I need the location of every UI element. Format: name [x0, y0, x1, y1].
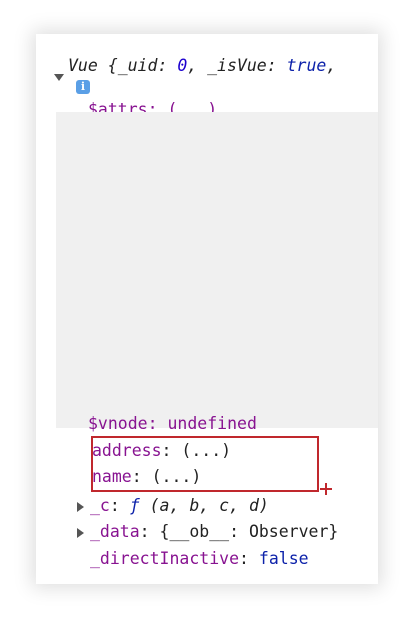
c-row[interactable]: _c: ƒ (a, b, c, d) [90, 496, 269, 515]
expand-c-icon[interactable] [77, 502, 84, 512]
direct-inactive-row[interactable]: _directInactive: false [90, 549, 309, 568]
data-row[interactable]: _data: {__ob__: Observer} [90, 522, 339, 541]
crosshair-cursor-icon [320, 483, 332, 495]
vnode-row[interactable]: $vnode: undefined [88, 414, 257, 433]
expand-toggle-icon[interactable] [54, 74, 64, 81]
redacted-region [56, 112, 378, 428]
address-row[interactable]: address: (...) [92, 441, 232, 460]
expand-data-icon[interactable] [77, 528, 84, 538]
console-panel: Vue {_uid: 0, _isVue: true, i $attrs: (.… [36, 34, 378, 584]
info-icon[interactable]: i [76, 80, 90, 94]
highlight-box [91, 436, 319, 492]
name-row[interactable]: name: (...) [92, 467, 202, 486]
root-object-row[interactable]: Vue {_uid: 0, _isVue: true, [68, 56, 337, 75]
